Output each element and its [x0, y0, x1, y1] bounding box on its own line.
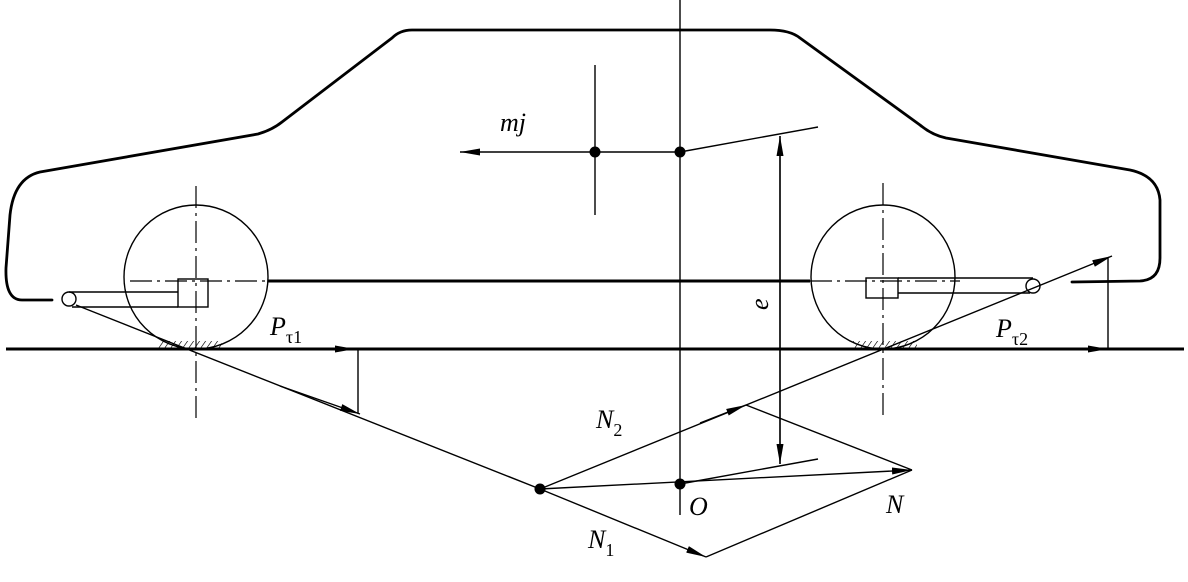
rear-reaction-arrow [699, 404, 747, 424]
rear-reaction-line [539, 255, 1113, 490]
label-O: O [689, 492, 708, 521]
N-resultant-arrow [539, 467, 913, 490]
label-Pt2: Pτ2 [995, 314, 1028, 349]
car-body-outline [4, 28, 1162, 302]
point-O [674, 478, 686, 490]
rear-axle-housing [865, 277, 899, 299]
lower-slant-line [679, 458, 819, 485]
front-reaction-arrow [279, 385, 361, 415]
label-N1: N1 [587, 525, 614, 560]
N1-arrow [539, 488, 707, 558]
front-reaction-line [75, 304, 541, 490]
parallelogram-side-lower [705, 469, 913, 558]
center-of-mass-point [589, 146, 601, 158]
upper-slant-line [679, 126, 819, 153]
parallelogram-side-upper [745, 404, 913, 471]
label-e: e [745, 298, 774, 310]
force-origin-point [534, 483, 546, 495]
front-contact-hatch [158, 341, 222, 348]
front-axle-housing [177, 278, 209, 308]
label-N: N [885, 490, 905, 519]
label-mj: mj [500, 108, 526, 137]
label-N2: N2 [595, 405, 622, 440]
rear-contact-hatch [853, 341, 917, 348]
label-Pt1: Pτ1 [269, 312, 302, 347]
front-arm-pivot [61, 291, 77, 307]
